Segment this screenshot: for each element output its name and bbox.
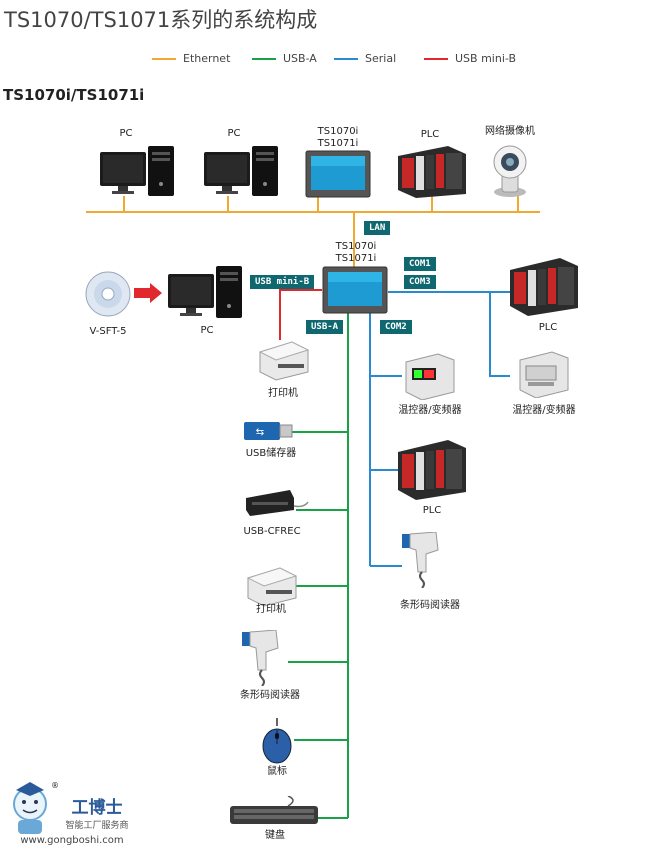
center-hmi-label-1: TS1070i bbox=[335, 241, 377, 252]
barcode-reader-icon bbox=[242, 630, 279, 686]
usb-storage-icon: ⇆ bbox=[244, 422, 293, 440]
legend-label-ethernet: Ethernet bbox=[183, 52, 231, 65]
center-hmi-label-2: TS1071i bbox=[335, 253, 377, 264]
legend-label-serial: Serial bbox=[365, 52, 397, 65]
watermark-slogan: 智能工厂服务商 bbox=[65, 821, 129, 831]
cf-recorder-icon bbox=[246, 490, 309, 516]
hmi-top-label-2: TS1071i bbox=[317, 138, 359, 149]
barcode-reader-icon bbox=[402, 532, 439, 588]
usb-device-label-barcode: 条形码阅读器 bbox=[240, 690, 300, 701]
legend-swatch-ethernet bbox=[152, 57, 176, 60]
com13-device-label-temp: 温控器/变频器 bbox=[512, 405, 576, 416]
printer-icon bbox=[246, 567, 298, 607]
usb-device-label-mouse: 鼠标 bbox=[267, 766, 287, 777]
legend-swatch-serial bbox=[334, 57, 358, 60]
usb-device-label-keyboard: 键盘 bbox=[265, 830, 285, 841]
legend-usb-mini-b: USB mini-B bbox=[424, 52, 516, 65]
serial-wires bbox=[369, 291, 510, 567]
page-title: TS1070/TS1071系列的系统构成 bbox=[4, 8, 318, 32]
legend-ethernet: Ethernet bbox=[152, 52, 230, 65]
watermark-brand: 工博士 bbox=[71, 798, 123, 818]
temperature-controller-icon bbox=[405, 353, 455, 400]
com2-device-label-temp: 温控器/变频器 bbox=[398, 405, 462, 416]
plc-top-label: PLC bbox=[420, 129, 440, 140]
keyboard-icon bbox=[230, 796, 318, 824]
usb-device-label-cfrec: USB-CFREC bbox=[243, 526, 301, 537]
legend-serial: Serial bbox=[334, 52, 396, 65]
registered-mark: ® bbox=[51, 781, 59, 790]
usb-mini-b-wires bbox=[279, 289, 322, 340]
pc2-label: PC bbox=[227, 128, 241, 139]
com13-device-label-plc: PLC bbox=[538, 322, 558, 333]
com1-tag: COM1 bbox=[404, 257, 436, 271]
legend-label-usb-a: USB-A bbox=[283, 52, 317, 65]
legend-usb-a: USB-A bbox=[252, 52, 317, 65]
com3-tag: COM3 bbox=[404, 275, 436, 289]
printer-icon bbox=[258, 341, 310, 381]
temperature-controller-icon bbox=[519, 351, 569, 398]
com2-device-label-plc: PLC bbox=[422, 505, 442, 516]
hmi-top-label-1: TS1070i bbox=[317, 126, 359, 137]
webcam-icon bbox=[493, 145, 527, 197]
center-hmi-panel-icon bbox=[322, 266, 388, 314]
cd-disc-icon bbox=[85, 271, 131, 317]
pc-icon bbox=[204, 146, 278, 196]
pc-icon bbox=[168, 266, 242, 318]
hmi-panel-icon bbox=[305, 150, 371, 198]
usb-device-label-printer2: 打印机 bbox=[256, 604, 286, 615]
camera-label: 网络摄像机 bbox=[485, 126, 535, 137]
section-subtitle: TS1070i/TS1071i bbox=[3, 86, 145, 104]
lan-tag: LAN bbox=[364, 221, 391, 235]
mouse-icon bbox=[262, 718, 292, 764]
legend-swatch-usb-a bbox=[252, 57, 276, 60]
usb-device-label-printer: 打印机 bbox=[268, 388, 298, 399]
mascot-logo-icon bbox=[13, 782, 47, 834]
left-pc-label: PC bbox=[200, 325, 214, 336]
usb-mini-b-tag: USB mini-B bbox=[250, 275, 315, 289]
cd-label: V-SFT-5 bbox=[89, 326, 127, 337]
watermark-url: www.gongboshi.com bbox=[20, 835, 124, 846]
pc-icon bbox=[100, 146, 174, 196]
plc-icon bbox=[398, 440, 466, 500]
com2-device-label-barcode: 条形码阅读器 bbox=[400, 600, 460, 611]
legend-swatch-usb-mini-b bbox=[424, 57, 448, 60]
legend-label-usb-mini-b: USB mini-B bbox=[455, 52, 516, 65]
com2-tag: COM2 bbox=[380, 320, 412, 334]
usb-a-wires bbox=[288, 296, 349, 819]
plc-icon bbox=[398, 146, 466, 198]
pc1-label: PC bbox=[119, 128, 133, 139]
svg-text:⇆: ⇆ bbox=[256, 427, 264, 438]
plc-icon bbox=[510, 258, 578, 316]
usb-device-label-storage: USB储存器 bbox=[245, 448, 297, 459]
arrow-right-icon bbox=[134, 283, 162, 303]
usb-a-tag: USB-A bbox=[306, 320, 344, 334]
ethernet-wires bbox=[86, 196, 540, 268]
